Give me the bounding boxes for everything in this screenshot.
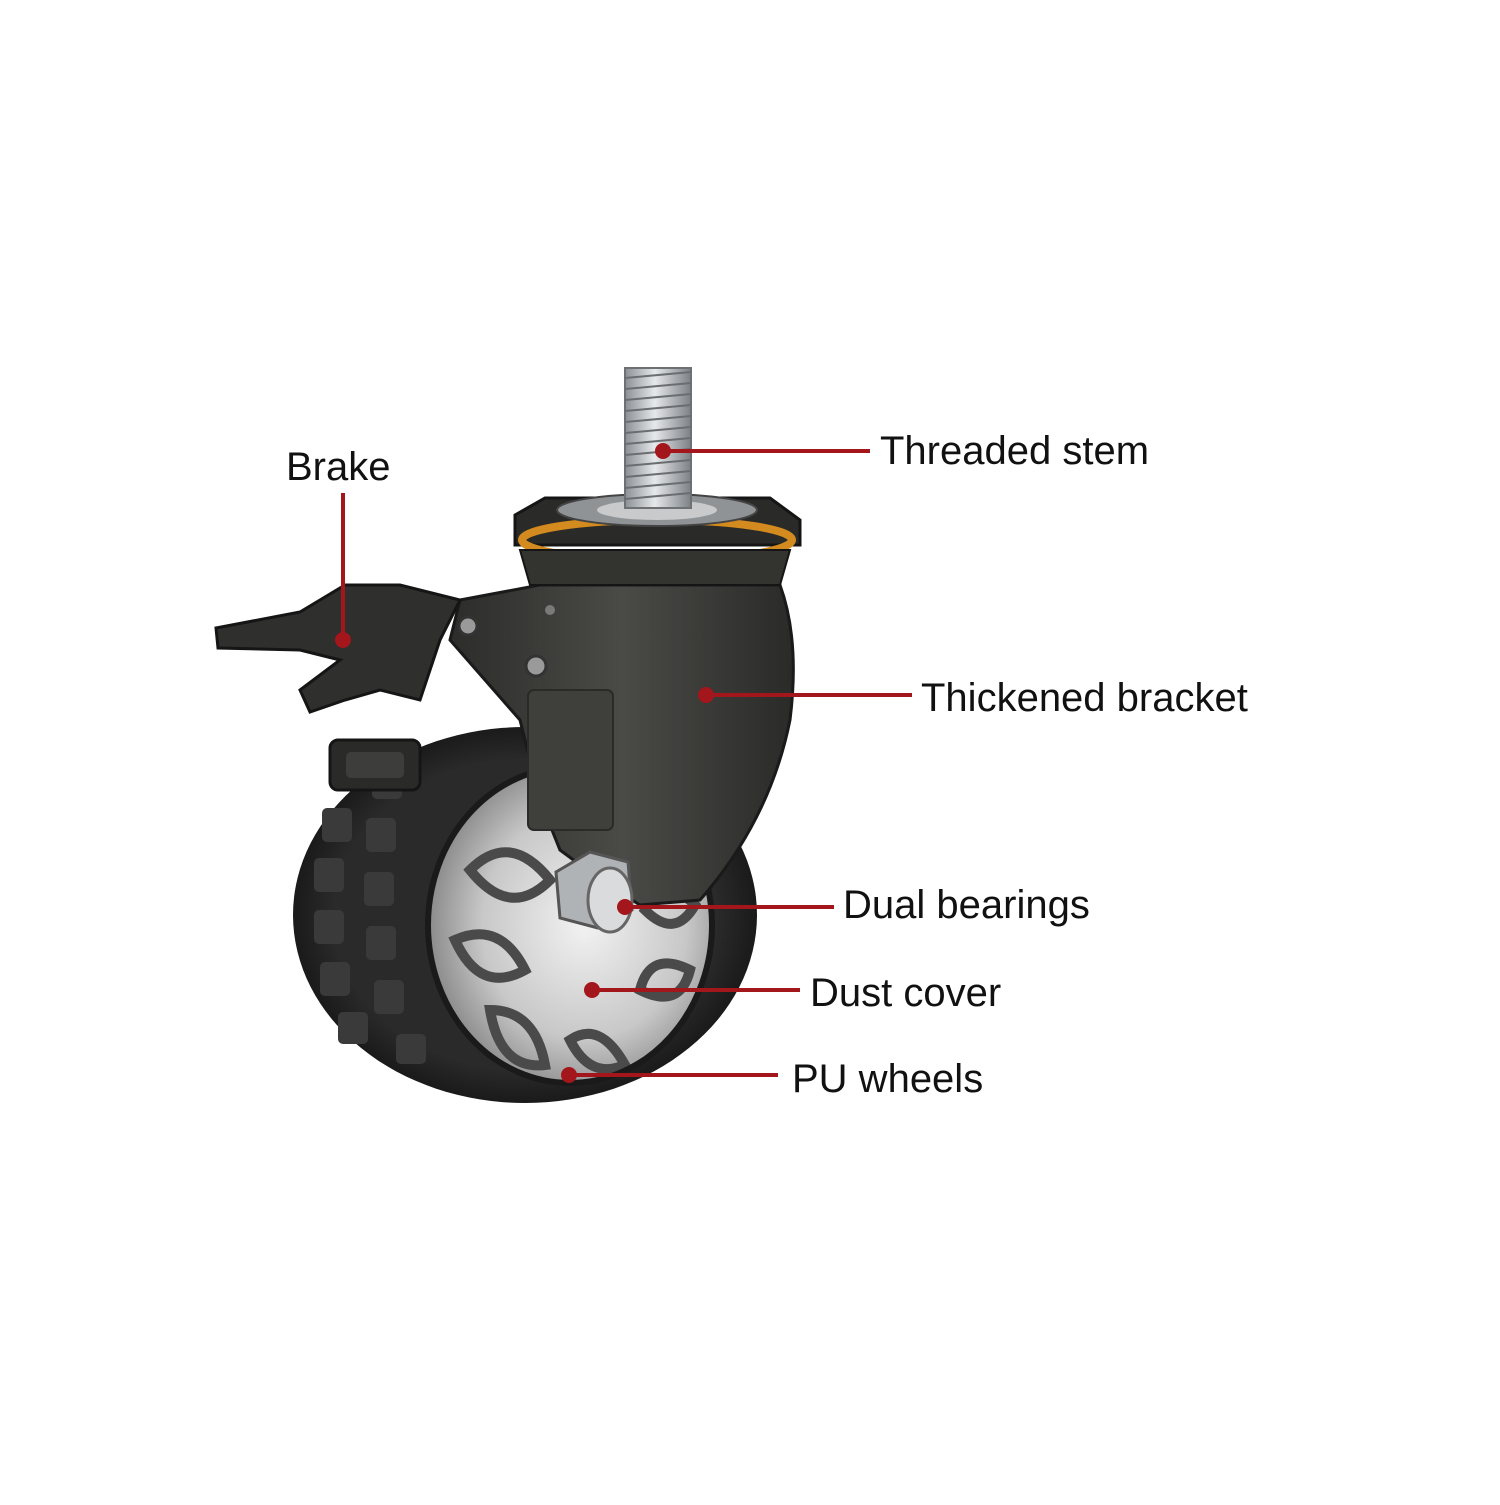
leader-pu-wheels [561, 1067, 778, 1083]
leader-dust-cover [584, 982, 800, 998]
bracket-panel [527, 689, 614, 831]
top-plate [513, 493, 802, 586]
label-threaded-stem: Threaded stem [880, 429, 1150, 473]
leader-lines [335, 443, 912, 1083]
rivet [524, 654, 548, 678]
rivet [545, 605, 555, 615]
leader-thickened-bracket [698, 687, 912, 703]
label-thickened-bracket: Thickened bracket [921, 676, 1248, 720]
brake-pedal [214, 583, 463, 792]
label-pu-wheels: PU wheels [792, 1057, 984, 1101]
label-dual-bearings: Dual bearings [843, 883, 1090, 927]
label-brake: Brake [286, 445, 391, 489]
leader-dual-bearings [617, 899, 834, 915]
thickened-bracket [448, 583, 795, 907]
leader-brake [335, 493, 351, 648]
bearing-cap [586, 866, 634, 934]
axle-nut [554, 850, 634, 934]
label-dust-cover: Dust cover [810, 971, 1002, 1015]
threaded-stem [624, 367, 692, 509]
leader-threaded-stem [655, 443, 870, 459]
rivet [457, 615, 479, 637]
brake-lock-inner [346, 752, 404, 778]
